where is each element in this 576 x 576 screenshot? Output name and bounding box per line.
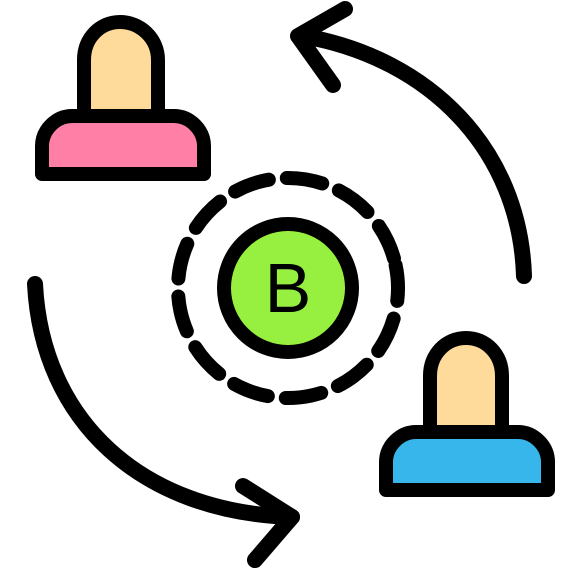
- coin-circle: [217, 217, 359, 359]
- arrow-bottom-left-icon: [27, 276, 300, 568]
- user-bottom-right-icon: [379, 331, 555, 497]
- user-top-left-icon: [35, 15, 211, 181]
- user-top-left-body: [35, 109, 211, 181]
- dashed-ring: [171, 171, 405, 405]
- user-top-left-head: [77, 15, 165, 123]
- arrow-bottom-left-head: [235, 478, 300, 568]
- arrow-top-right-arc: [295, 28, 532, 284]
- user-bottom-right-body: [379, 425, 555, 497]
- coin-letter: B: [265, 249, 312, 327]
- arrow-top-right-head: [290, 1, 353, 93]
- coin-icon: B: [217, 217, 359, 359]
- user-bottom-right-head: [423, 331, 509, 439]
- arrow-bottom-left-arc: [27, 276, 300, 525]
- arrow-top-right-icon: [290, 1, 532, 284]
